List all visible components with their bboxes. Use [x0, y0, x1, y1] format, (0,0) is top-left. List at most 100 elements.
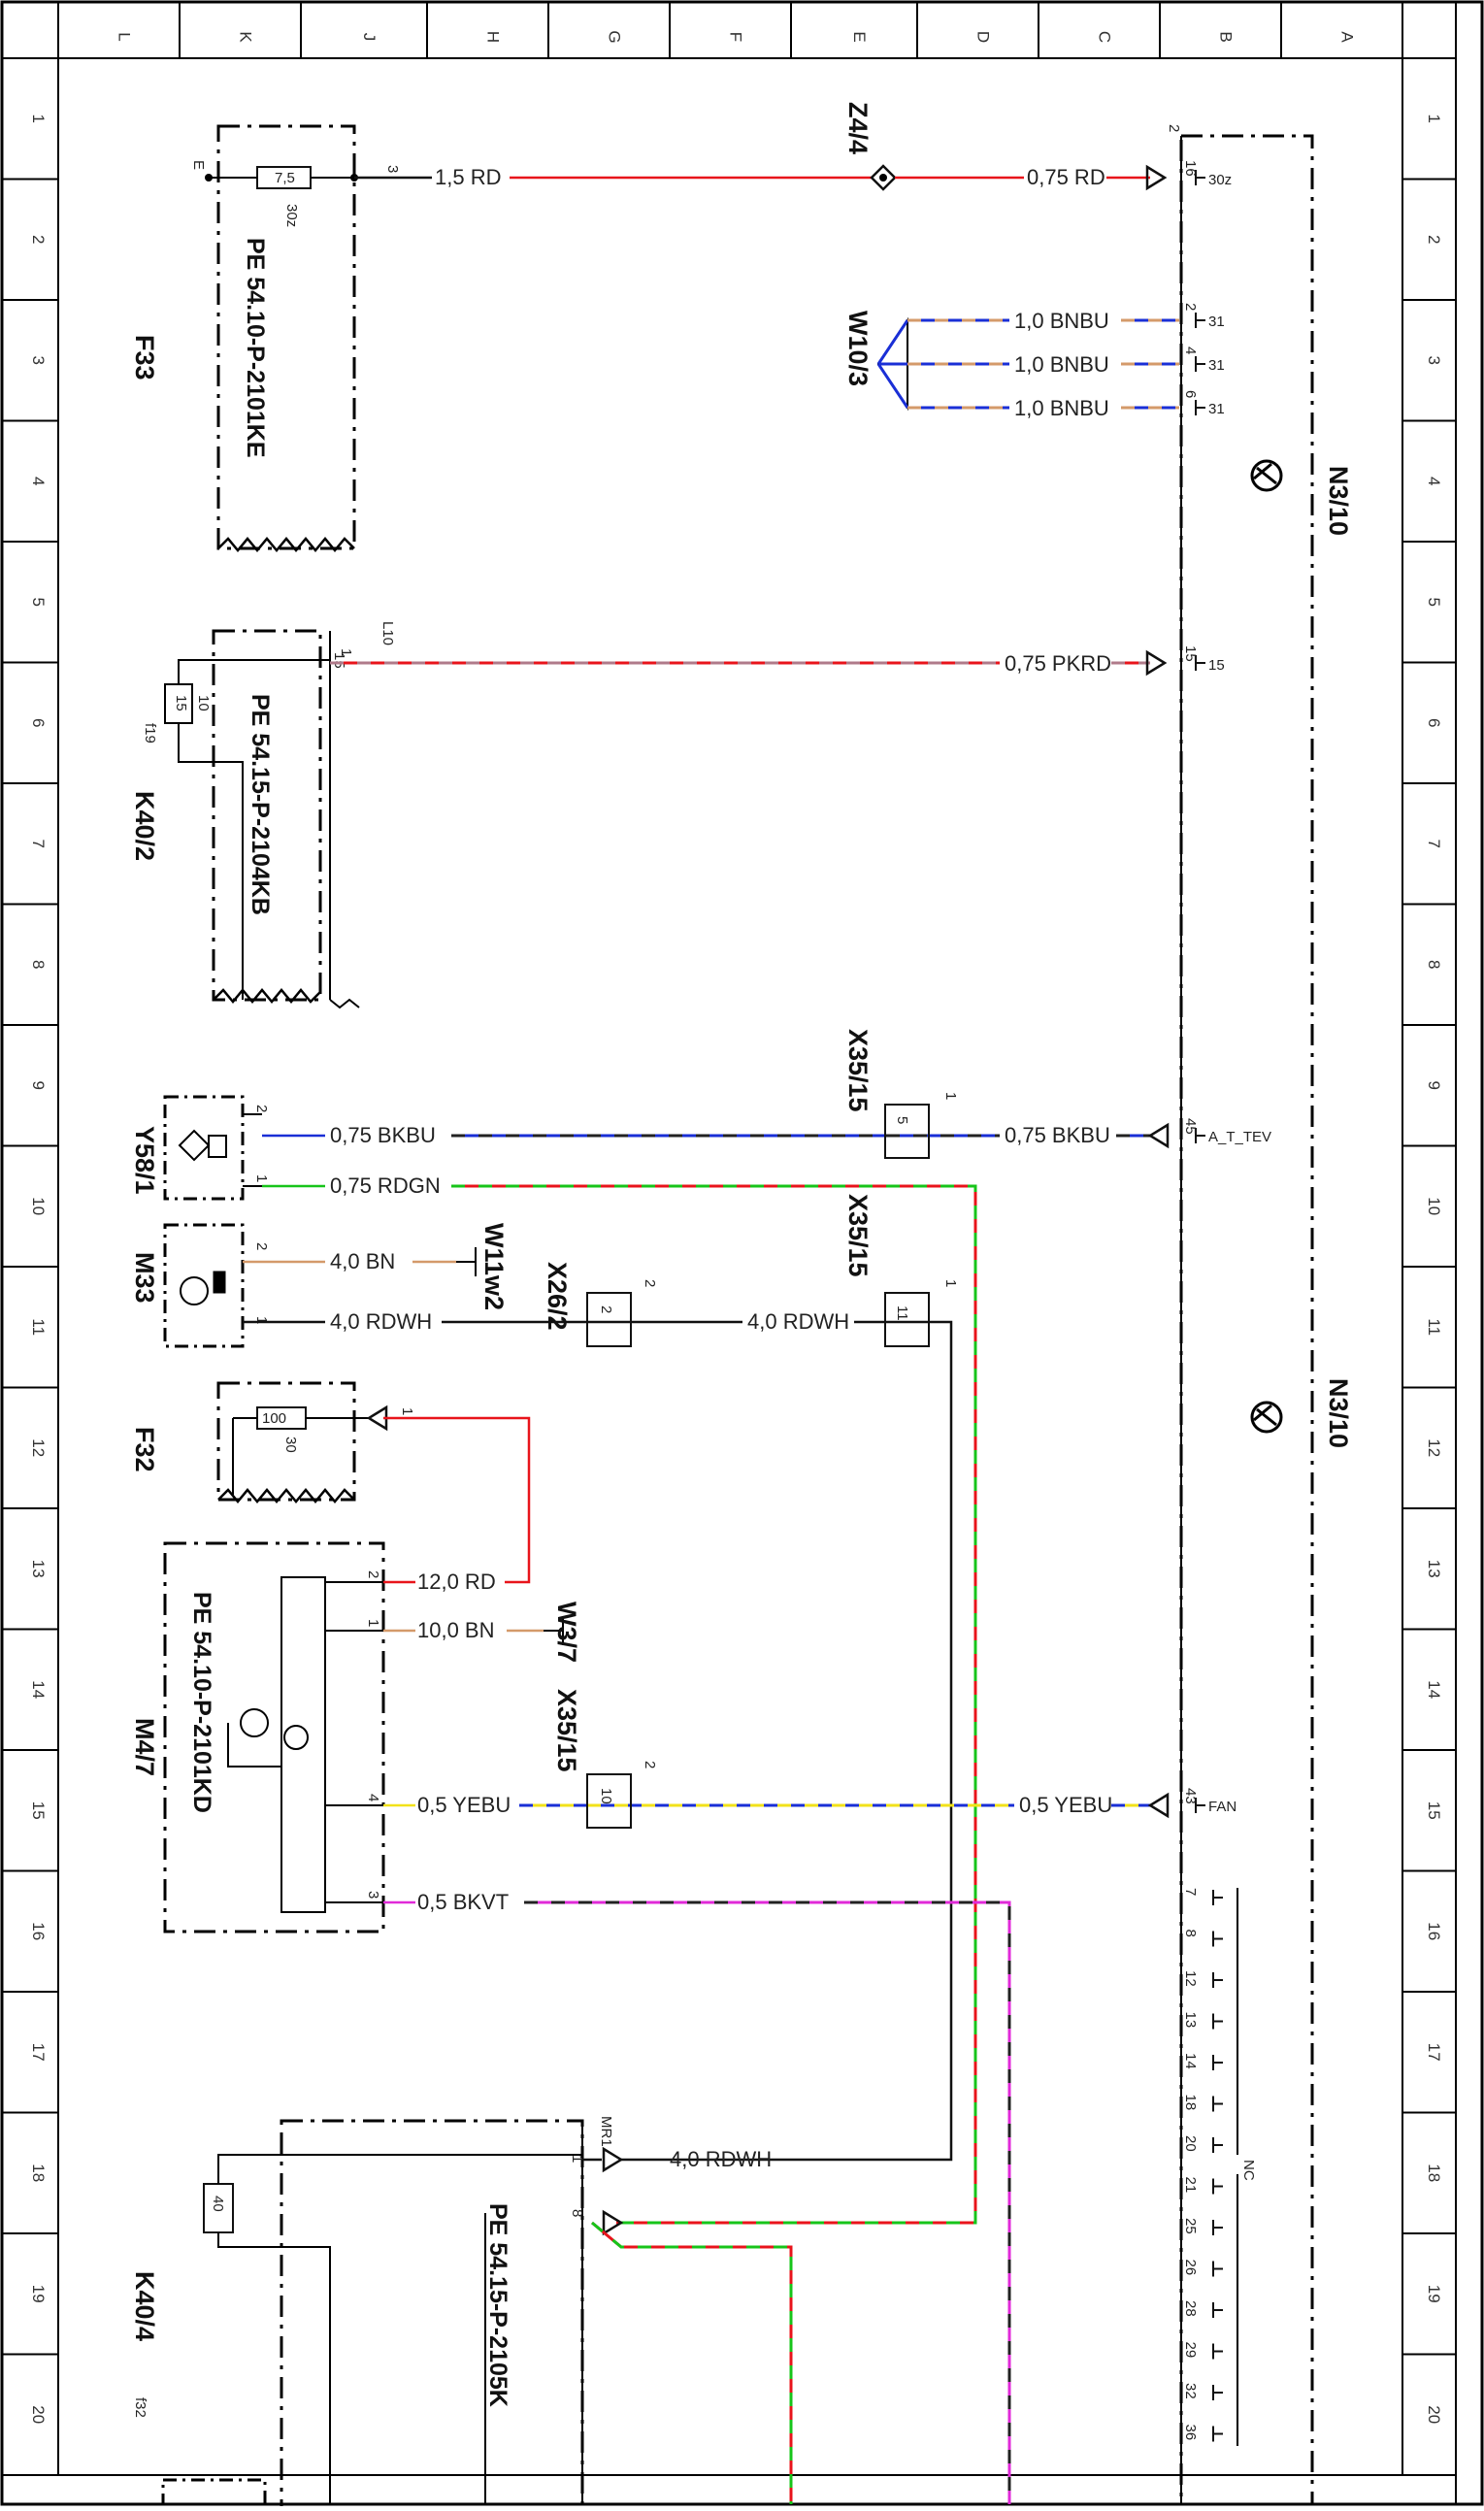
fan-motor-icon: [227, 1708, 309, 1768]
m47-pin-3: 3: [365, 1891, 381, 1899]
nc-pin-26: 26: [1182, 2260, 1199, 2276]
grid-row-label-right: 1: [1425, 115, 1443, 123]
grid-row-label-left: 20: [29, 2405, 48, 2424]
grid-row-label-left: 8: [29, 960, 48, 969]
grid-row-label-left: 16: [29, 1922, 48, 1940]
m47-inner: [280, 1576, 326, 1913]
nc-pin-mark: [1212, 1972, 1223, 1988]
n310-pin-n6: 6: [1182, 390, 1199, 398]
k404-box: [280, 2119, 584, 2511]
f33-label: F33: [130, 335, 159, 380]
w6-out: [591, 2221, 793, 2504]
y581-p1: 1: [253, 1174, 270, 1182]
w11a-label: 0,5 YEBU: [417, 1793, 511, 1817]
x3515c-conn: [586, 1773, 632, 1829]
grid-row-label-right: 15: [1425, 1801, 1443, 1820]
w6-out-stripe: [591, 2221, 793, 2504]
k404-fuse-val: 40: [210, 2196, 226, 2212]
nc-pin-mark: [1212, 2013, 1223, 2030]
grid-col-label: H: [484, 31, 503, 43]
w6: [451, 1184, 977, 2225]
grid-row-label-right: 6: [1425, 718, 1443, 727]
f33-e: E: [190, 160, 207, 170]
f32-internal: [232, 1417, 369, 1495]
grid-row-label-left: 12: [29, 1438, 48, 1457]
k402-ref: PE 54.15-P-2104KB: [247, 694, 274, 915]
bnbu-label-0: 1,0 BNBU: [1014, 309, 1109, 333]
n45-label: 45: [1182, 1118, 1199, 1135]
k404-arrow-1: [602, 2146, 624, 2173]
w2-arrow: [1145, 164, 1168, 191]
t15: 15: [1208, 657, 1225, 674]
w5b-label: 0,75 BKBU: [1005, 1123, 1110, 1147]
k402-fuse-10: 10: [195, 695, 212, 711]
nc-pin-mark: [1212, 2426, 1223, 2442]
x262-conn: [586, 1292, 632, 1347]
m47-pin-2: 4: [365, 1794, 381, 1801]
z44-dot: [879, 174, 887, 182]
nc-pin-mark: [1212, 2302, 1223, 2318]
f32-label: F32: [130, 1427, 159, 1472]
n310-pin-2: 2: [1166, 124, 1182, 132]
grid-col-label: J: [360, 33, 379, 42]
t30z: 30z: [1208, 172, 1232, 188]
grid-row-label-left: 5: [29, 598, 48, 607]
grid-row-label-right: 2: [1425, 235, 1443, 244]
blower-motor-icon: [180, 1271, 226, 1305]
k404-label: K40/4: [130, 2271, 159, 2341]
bnbu-label-2: 1,0 BNBU: [1014, 396, 1109, 420]
n310-pin-31: [1195, 356, 1205, 372]
w12-stripe: [524, 1900, 1011, 2504]
grid-row-label-right: 9: [1425, 1081, 1443, 1090]
m47-label: M4/7: [130, 1718, 159, 1776]
nc-pin-36: 36: [1182, 2425, 1199, 2441]
w13-label: 4,0 RDWH: [670, 2147, 772, 2171]
nc-pin-7: 7: [1182, 1888, 1199, 1896]
grid-row-label-right: 17: [1425, 2043, 1443, 2062]
n310-pin-n4: 4: [1182, 347, 1199, 354]
grid-row-label-left: 7: [29, 840, 48, 848]
k402-pin1: 1: [338, 648, 354, 656]
f32-amp: 100: [262, 1410, 286, 1427]
w11-arrow: [1147, 1792, 1170, 1819]
f33-30z: 30z: [283, 204, 300, 227]
nc-pin-mark: [1212, 2178, 1223, 2195]
w37-label: W3/7: [552, 1602, 581, 1663]
grid-row-label-right: 10: [1425, 1197, 1443, 1215]
grid-row-label-left: 2: [29, 235, 48, 244]
nc-pin-8: 8: [1182, 1930, 1199, 1937]
t31-2: 31: [1208, 401, 1225, 417]
f33-pin: 3: [384, 165, 401, 173]
m47-ref: PE 54.10-P-2101KD: [188, 1592, 215, 1813]
w103-label: W10/3: [843, 311, 873, 386]
w8a-label: 4,0 RDWH: [330, 1309, 432, 1334]
grid-row-label-left: 11: [29, 1318, 48, 1336]
f32-jag: [217, 1488, 355, 1503]
k404-p8: 8: [569, 2209, 585, 2217]
k402-jag: [213, 988, 321, 1004]
t31-0: 31: [1208, 314, 1225, 330]
n310-dashdot-box: [1179, 134, 1314, 2506]
nc-pin-32: 32: [1182, 2383, 1199, 2399]
grid-row-label-left: 18: [29, 2164, 48, 2182]
w11w2-ground: [456, 1247, 477, 1276]
ground-symbol-icon: [1250, 459, 1283, 492]
nc-pin-21: 21: [1182, 2177, 1199, 2194]
f33-box: [216, 124, 356, 550]
mr1-label: MR1: [598, 2116, 614, 2147]
tA_T_TEV: A_T_TEV: [1208, 1129, 1271, 1145]
y581-p2: 2: [253, 1105, 270, 1112]
k402-internal: [178, 659, 330, 1000]
m47-pin-1: 1: [365, 1619, 381, 1627]
w8b-label: 4,0 RDWH: [747, 1309, 849, 1334]
x3515b-11: 11: [894, 1305, 910, 1321]
grid-row-label-right: 12: [1425, 1438, 1443, 1457]
bnbu-label-1: 1,0 BNBU: [1014, 352, 1109, 377]
tNC: NC: [1240, 2160, 1257, 2181]
grid-row-label-right: 14: [1425, 1680, 1443, 1699]
nc-pin-mark: [1212, 2220, 1223, 2235]
m33-p2: 2: [253, 1242, 270, 1250]
m33-box: [163, 1223, 245, 1348]
x3515b-conn: [884, 1292, 930, 1347]
